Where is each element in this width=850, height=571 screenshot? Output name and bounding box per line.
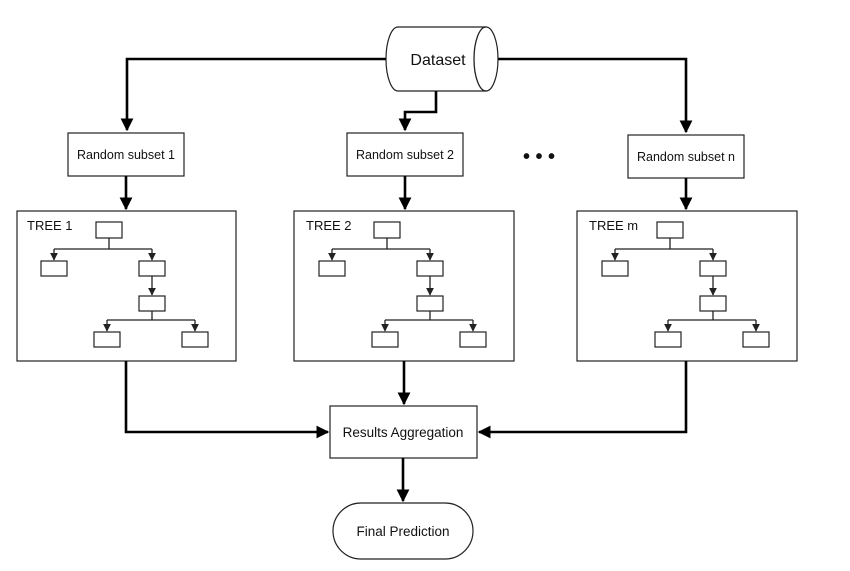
tree-label-2: TREE 2 [306,218,352,233]
tree-diagram-m [601,221,770,348]
tree-panel-2: TREE 2 [293,210,515,362]
aggregation-node: Results Aggregation [329,405,478,459]
dataset-connectors [120,57,693,134]
subset-node-1: Random subset 1 [67,132,185,177]
tree-diagram-2 [318,221,487,348]
final-prediction-node: Final Prediction [332,502,474,560]
connector-dataset-subsetn [498,57,693,134]
connector-tree1-aggregation [124,361,330,439]
dataset-label: Dataset [410,52,466,69]
subset-node-n: Random subset n [627,134,745,179]
connector-treem-aggregation [477,361,688,439]
subset-label-1: Random subset 1 [77,148,175,162]
final-label: Final Prediction [356,524,449,539]
aggregation-label: Results Aggregation [343,425,464,440]
subset-label-n: Random subset n [637,150,735,164]
connector-dataset-subset2 [398,91,438,132]
dataset-node: Dataset [385,26,499,92]
connector-dataset-subset1 [120,57,386,132]
tree-panel-1: TREE 1 [16,210,237,362]
tree-label-1: TREE 1 [27,218,73,233]
tree-panel-m: TREE m [576,210,798,362]
subset-node-2: Random subset 2 [346,132,464,177]
subset-label-2: Random subset 2 [356,148,454,162]
tree-label-m: TREE m [589,218,638,233]
tree-diagram-1 [40,221,209,348]
ellipsis: • • • [523,146,555,168]
